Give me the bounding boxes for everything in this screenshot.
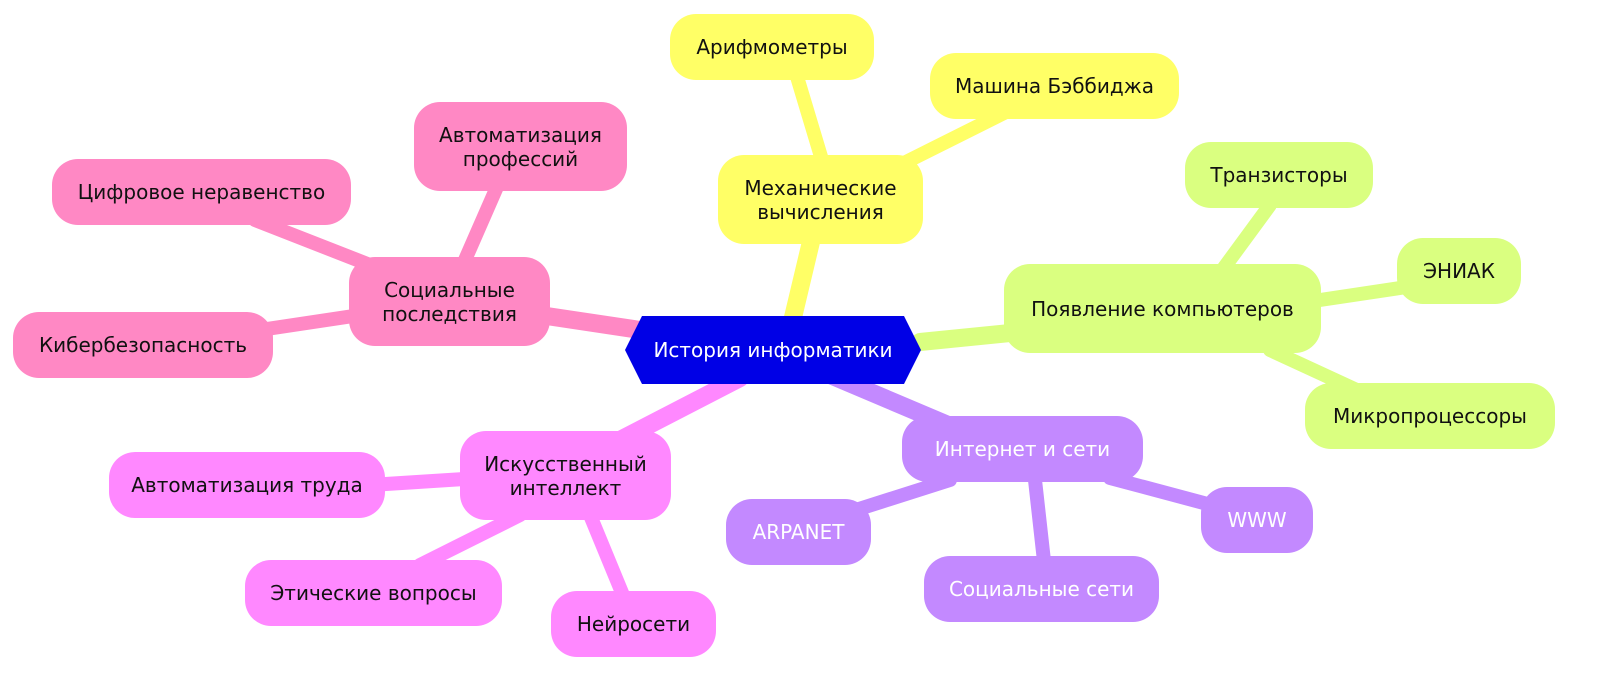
root-node[interactable]: История информатики xyxy=(625,316,921,384)
branch-mechanical-label: Механические вычисления xyxy=(744,175,897,224)
leaf-babbage[interactable]: Машина Бэббиджа xyxy=(930,53,1179,119)
edge-social-cybersecurity xyxy=(253,308,367,337)
leaf-www[interactable]: WWW xyxy=(1201,487,1313,553)
leaf-transistors[interactable]: Транзисторы xyxy=(1185,142,1373,208)
edge-internet-social-networks xyxy=(1028,473,1052,577)
branch-ai-label: Искусственный интеллект xyxy=(484,451,647,500)
edge-mechanical-arifmometry xyxy=(788,63,832,177)
edge-ai-ethics xyxy=(413,508,527,572)
leaf-www-label: WWW xyxy=(1227,508,1287,532)
branch-mechanical[interactable]: Механические вычисления xyxy=(718,155,923,244)
leaf-labor-automation[interactable]: Автоматизация труда xyxy=(109,452,385,518)
branch-computers[interactable]: Появление компьютеров xyxy=(1004,264,1321,353)
leaf-arifmometry[interactable]: Арифмометры xyxy=(670,14,874,80)
leaf-transistors-label: Транзисторы xyxy=(1210,163,1348,187)
leaf-profession-automation[interactable]: Автоматизация профессий xyxy=(414,102,627,191)
branch-computers-label: Появление компьютеров xyxy=(1031,296,1294,321)
leaf-cybersecurity-label: Кибербезопасность xyxy=(38,333,248,357)
leaf-digital-divide[interactable]: Цифровое неравенство xyxy=(52,159,351,225)
leaf-eniac[interactable]: ЭНИАК xyxy=(1397,238,1521,304)
leaf-arifmometry-label: Арифмометры xyxy=(696,35,848,59)
connector-lines xyxy=(248,63,1447,607)
leaf-social-networks[interactable]: Социальные сети xyxy=(924,556,1159,622)
leaf-neural-networks[interactable]: Нейросети xyxy=(551,591,716,657)
leaf-eniac-label: ЭНИАК xyxy=(1423,259,1495,283)
leaf-cybersecurity[interactable]: Кибербезопасность xyxy=(13,312,273,378)
leaf-labor-automation-label: Автоматизация труда xyxy=(131,473,363,497)
branch-internet[interactable]: Интернет и сети xyxy=(902,416,1143,482)
root-node-label: История информатики xyxy=(653,338,893,362)
leaf-arpanet-label: ARPANET xyxy=(752,520,845,544)
branch-social-label: Социальные последствия xyxy=(382,277,517,326)
edge-ai-neural xyxy=(583,508,632,607)
leaf-neural-networks-label: Нейросети xyxy=(576,612,691,636)
edge-mechanical-babbage xyxy=(893,103,1017,172)
branch-ai[interactable]: Искусственный интеллект xyxy=(460,431,671,520)
leaf-social-networks-label: Социальные сети xyxy=(948,577,1135,601)
leaf-microprocessors[interactable]: Микропроцессоры xyxy=(1305,383,1555,449)
leaf-arpanet[interactable]: ARPANET xyxy=(726,499,871,565)
leaf-microprocessors-label: Микропроцессоры xyxy=(1333,404,1527,428)
root-node-shape xyxy=(625,316,921,384)
edge-root-social xyxy=(531,306,649,339)
leaf-ethics-label: Этические вопросы xyxy=(270,581,477,605)
leaf-digital-divide-label: Цифровое неравенство xyxy=(77,180,326,204)
leaf-ethics[interactable]: Этические вопросы xyxy=(245,560,502,626)
edge-social-automation-professions xyxy=(458,173,507,267)
branch-social[interactable]: Социальные последствия xyxy=(349,257,550,346)
branch-internet-label: Интернет и сети xyxy=(934,437,1111,461)
leaf-babbage-label: Машина Бэббиджа xyxy=(955,74,1154,98)
edge-social-digital-divide xyxy=(248,213,377,272)
edge-root-ai xyxy=(611,369,749,449)
leaf-profession-automation-label: Автоматизация профессий xyxy=(439,122,602,171)
